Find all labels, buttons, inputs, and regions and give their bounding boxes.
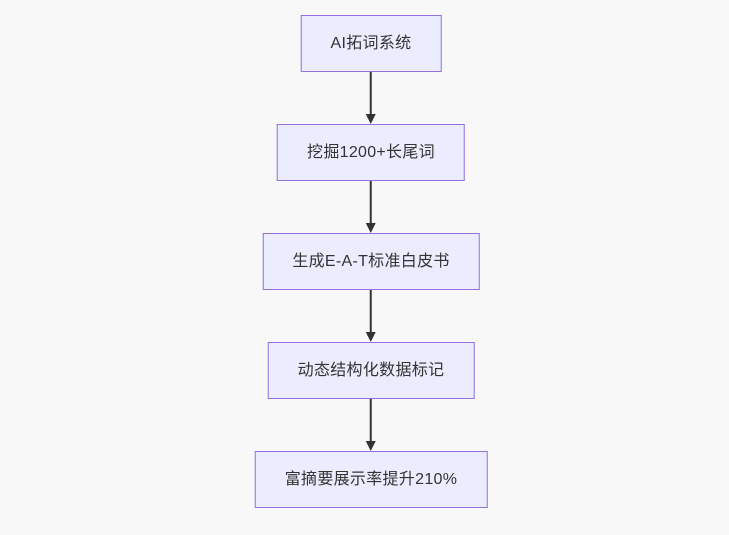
flow-node: 动态结构化数据标记 [267, 342, 475, 399]
arrow-line [370, 399, 372, 442]
flow-arrow [366, 72, 376, 124]
arrowhead-down-icon [366, 223, 376, 233]
arrow-line [370, 290, 372, 333]
arrowhead-down-icon [366, 332, 376, 342]
flow-node: 挖掘1200+长尾词 [277, 124, 465, 181]
flow-node-label: 生成E-A-T标准白皮书 [292, 252, 450, 270]
flow-arrow [366, 290, 376, 342]
flow-node: AI拓词系统 [300, 15, 442, 72]
flow-node-label: 挖掘1200+长尾词 [307, 143, 435, 161]
arrow-line [370, 181, 372, 224]
flowchart: AI拓词系统 挖掘1200+长尾词 生成E-A-T标准白皮书 动态结构化数据标记… [254, 15, 488, 508]
arrowhead-down-icon [366, 114, 376, 124]
flow-node-label: 富摘要展示率提升210% [284, 470, 458, 488]
arrowhead-down-icon [366, 441, 376, 451]
arrow-line [370, 72, 372, 115]
flow-node-label: AI拓词系统 [330, 34, 412, 52]
flow-node: 富摘要展示率提升210% [254, 451, 488, 508]
flow-arrow [366, 399, 376, 451]
flow-node-label: 动态结构化数据标记 [297, 361, 445, 379]
flow-arrow [366, 181, 376, 233]
flow-node: 生成E-A-T标准白皮书 [262, 233, 480, 290]
